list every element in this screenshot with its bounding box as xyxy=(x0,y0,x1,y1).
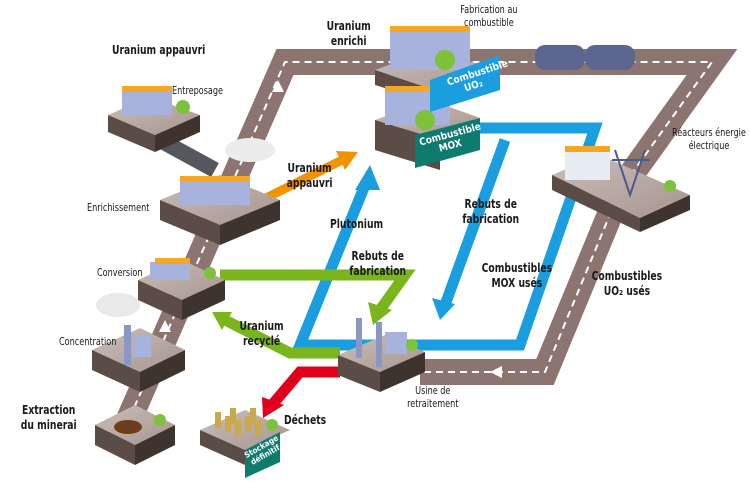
label-uo2-uses: Combustibles UO₂ usés xyxy=(591,268,663,298)
label-enrichissement: Enrichissement xyxy=(87,201,150,214)
sign-stockage-bg xyxy=(245,432,280,478)
arrow-road-up xyxy=(272,80,284,92)
label-reacteurs: Réacteurs énergie électrique xyxy=(672,126,746,152)
flow-green xyxy=(220,269,416,359)
arrow-plutonium xyxy=(355,165,380,190)
sign-mox-bg xyxy=(415,118,480,168)
platform-extraction xyxy=(95,405,175,465)
label-uranium-appauvri-top: Uranium appauvri xyxy=(112,42,206,57)
label-entreposage: Entreposage xyxy=(172,84,224,97)
pipes-combustible xyxy=(535,45,635,70)
flow-red xyxy=(262,366,340,418)
label-conversion: Conversion xyxy=(97,266,143,279)
label-fabrication: Fabrication au combustible xyxy=(460,3,518,29)
platform-usine xyxy=(338,318,425,392)
platform-concentration xyxy=(92,293,185,392)
arrow-uranium-recycle xyxy=(212,312,232,330)
platform-reacteurs xyxy=(552,146,690,232)
label-uranium-appauvri-arrow: Uranium appauvri xyxy=(286,160,333,190)
platform-conversion xyxy=(138,258,225,320)
arrow-road-left xyxy=(490,366,502,378)
label-rebuts-blue: Rebuts de fabrication xyxy=(462,196,520,226)
label-plutonium: Plutonium xyxy=(330,216,384,231)
sign-uo2-bg xyxy=(430,55,500,112)
label-extraction: Extraction du minerai xyxy=(20,402,77,432)
label-rebuts-green: Rebuts de fabrication xyxy=(349,248,407,278)
label-mox-uses: Combustibles MOX usés xyxy=(481,260,553,290)
label-concentration: Concentration xyxy=(59,335,117,348)
arrow-road-up2 xyxy=(159,320,171,332)
label-dechets: Déchets xyxy=(284,412,327,427)
label-uranium-recycle: Uranium recyclé xyxy=(239,318,284,348)
platform-enrichissement xyxy=(160,138,280,245)
label-uranium-enrichi: Uranium enrichi xyxy=(326,18,371,48)
flow-blue xyxy=(291,122,603,351)
arrow-road-down xyxy=(642,106,656,118)
flow-orange xyxy=(259,151,358,205)
road-main xyxy=(108,49,738,446)
arrow-rebuts xyxy=(368,302,392,325)
platform-entreposage xyxy=(108,86,200,152)
label-usine: Usine de retraitement xyxy=(407,384,459,410)
platform-stockage xyxy=(200,408,290,465)
arrow-mox-uses xyxy=(432,298,455,320)
